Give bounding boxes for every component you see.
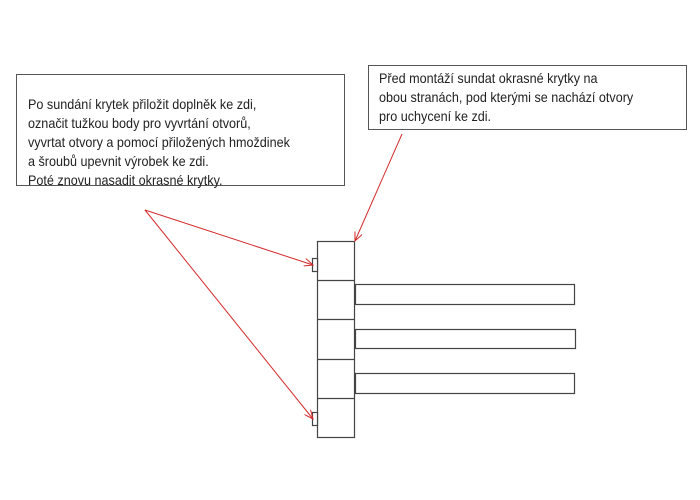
instruction-note-mounting: Po sundání krytek přiložit doplněk ke zd… [16,74,345,188]
pointer-arrow [144,209,313,419]
note-line: a šroubů upevnit výrobek ke zdi. [28,153,209,169]
note-line: Po sundání krytek přiložit doplněk ke zd… [28,96,257,112]
note-line: označit tužkou body pro vyvrtání otvorů, [28,115,251,131]
note-line: vyvrtat otvory a pomocí přiložených hmož… [28,134,290,150]
rail-bar [354,328,577,350]
pointer-arrow [144,209,313,265]
decorative-cover-top [311,257,319,273]
rail-bar [354,372,576,395]
rail-bar [354,283,576,306]
note-line: Poté znovu nasadit okrasné krytky. [28,172,223,188]
note-line: obou stranách, pod kterými se nachází ot… [379,89,634,105]
note-line: pro uchycení ke zdi. [379,108,492,124]
instruction-note-covers: Před montáží sundat okrasné krytky na ob… [368,65,687,130]
wall-bracket-column [316,240,356,439]
note-line: Před montáží sundat okrasné krytky na [379,70,598,86]
pointer-arrow [355,133,403,241]
decorative-cover-bottom [311,411,319,427]
